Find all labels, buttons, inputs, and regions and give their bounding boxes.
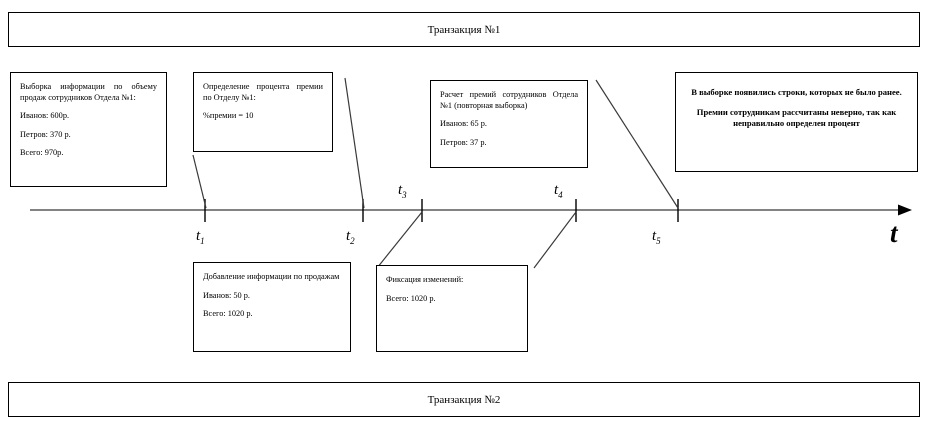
transaction-band-top: Транзакция №1 bbox=[8, 12, 920, 47]
note-bonus-calc-heading: Расчет премий сотрудников Отдела №1 (пов… bbox=[440, 90, 578, 110]
note-conflict-line1: В выборке появились строки, которых не б… bbox=[691, 87, 902, 97]
time-axis-arrowhead bbox=[898, 204, 912, 216]
note-select-sales: Выборка информации по объему продаж сотр… bbox=[10, 72, 167, 187]
note-bonus-calc: Расчет премий сотрудников Отдела №1 (пов… bbox=[430, 80, 588, 168]
leader-note-percent-to-t1 bbox=[192, 154, 207, 209]
leader-note-select-to-t2 bbox=[344, 77, 365, 209]
axis-tick-label-t2: t2 bbox=[346, 228, 355, 246]
note-bonus-percent: Определение процента премии по Отделу №1… bbox=[193, 72, 333, 152]
note-bonus-calc-line1: Иванов: 65 р. bbox=[440, 119, 487, 129]
note-bonus-calc-line2: Петров: 37 р. bbox=[440, 137, 487, 147]
axis-tick-label-t3: t3 bbox=[398, 182, 407, 200]
note-commit-heading: Фиксация изменений: bbox=[386, 275, 464, 284]
note-add-sales: Добавление информации по продажам Иванов… bbox=[193, 262, 351, 352]
note-select-sales-heading: Выборка информации по объему продаж сотр… bbox=[20, 82, 157, 102]
leader-t3-to-note-add bbox=[376, 211, 423, 269]
note-conflict-warning: В выборке появились строки, которых не б… bbox=[675, 72, 918, 172]
note-conflict-line2: Премии сотрудникам рассчитаны неверно, т… bbox=[696, 107, 897, 128]
axis-tick-label-t5: t5 bbox=[652, 228, 661, 246]
note-add-sales-heading: Добавление информации по продажам bbox=[203, 272, 340, 281]
note-commit: Фиксация изменений: Всего: 1020 р. bbox=[376, 265, 528, 352]
note-add-sales-line1: Иванов: 50 р. bbox=[203, 290, 250, 300]
axis-tick-label-t1: t1 bbox=[196, 228, 205, 246]
transaction-top-label: Транзакция №1 bbox=[427, 23, 501, 36]
axis-tick-label-t4: t4 bbox=[554, 182, 563, 200]
note-commit-line1: Всего: 1020 р. bbox=[386, 293, 436, 303]
note-select-sales-line1: Иванов: 600р. bbox=[20, 111, 70, 121]
axis-name-label: t bbox=[890, 218, 898, 248]
note-bonus-percent-line1: %премии = 10 bbox=[203, 111, 254, 121]
note-select-sales-line2: Петров: 370 р. bbox=[20, 129, 71, 139]
leader-t4-to-note-commit bbox=[533, 211, 577, 269]
transaction-bottom-label: Транзакция №2 bbox=[427, 393, 501, 406]
note-bonus-percent-heading: Определение процента премии по Отделу №1… bbox=[203, 82, 323, 102]
transaction-band-bottom: Транзакция №2 bbox=[8, 382, 920, 417]
note-add-sales-line2: Всего: 1020 р. bbox=[203, 309, 253, 319]
note-select-sales-line3: Всего: 970р. bbox=[20, 148, 64, 158]
leader-note-calc-to-t5 bbox=[595, 79, 679, 209]
